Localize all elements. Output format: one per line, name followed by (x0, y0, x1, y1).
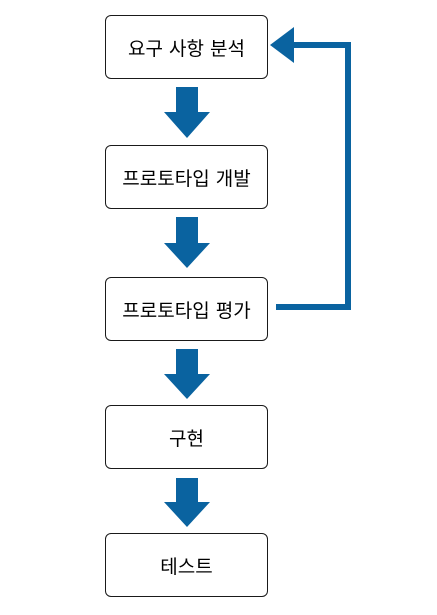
step-prototype-evaluation: 프로토타입 평가 (105, 277, 268, 341)
feedback-loop-arrowhead (270, 27, 294, 63)
step-label: 프로토타입 평가 (122, 299, 251, 322)
step-label: 요구 사항 분석 (128, 37, 245, 60)
step-label: 프로토타입 개발 (122, 167, 251, 190)
down-arrow-4 (164, 478, 210, 527)
step-testing: 테스트 (105, 533, 268, 597)
step-requirements-analysis: 요구 사항 분석 (105, 15, 268, 79)
feedback-loop-line (276, 42, 351, 310)
step-label: 구현 (169, 427, 204, 450)
down-arrow-1 (164, 87, 210, 138)
down-arrow-2 (164, 217, 210, 268)
down-arrow-3 (164, 349, 210, 399)
step-prototype-development: 프로토타입 개발 (105, 145, 268, 209)
step-implementation: 구현 (105, 405, 268, 469)
step-label: 테스트 (160, 555, 213, 578)
